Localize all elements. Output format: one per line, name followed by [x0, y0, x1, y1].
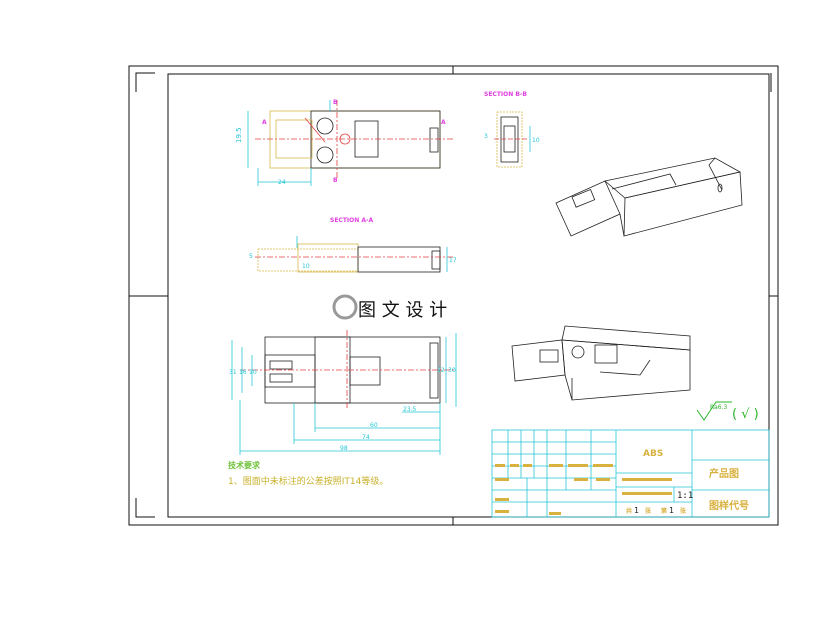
iso-view-upper: [555, 157, 743, 237]
lower-plan-view: [231, 330, 457, 455]
label-b-top: B: [333, 99, 338, 106]
surface-finish: Ra6.3 ( √ ): [696, 401, 759, 422]
dim-plan-d: 23.5: [403, 406, 417, 413]
watermark: 图 文 设 计: [330, 288, 490, 326]
notes-item-1: 1、图面中未标注的公差按照IT14等级。: [228, 475, 388, 487]
label-a-right: A: [441, 119, 446, 126]
dim-aa-height: 17: [449, 257, 457, 264]
top-view: [247, 100, 455, 186]
title-product: 产品图: [709, 467, 739, 480]
section-aa-title: SECTION A-A: [330, 217, 373, 224]
watermark-text: 图 文 设 计: [358, 300, 447, 321]
title-total-label: 共: [626, 507, 632, 515]
label-b-bottom: B: [333, 177, 338, 184]
title-block-filler-text: [495, 464, 672, 515]
corner-bl: [135, 498, 155, 518]
notes-heading: 技术要求: [228, 460, 261, 470]
section-aa-view: [255, 236, 455, 273]
dim-top-height: 19.5: [235, 127, 243, 143]
dim-plan-h: 10: [249, 369, 257, 376]
dim-plan-f: 30: [448, 367, 456, 374]
section-bb-title: SECTION B-B: [484, 91, 527, 98]
title-page-label: 第: [660, 507, 667, 515]
label-a-left: A: [262, 119, 267, 126]
dim-aa-b: 10: [302, 263, 310, 270]
dim-plan-g: 31: [229, 369, 237, 376]
section-bb-view: [494, 111, 531, 168]
surface-general-check: ( √ ): [732, 407, 759, 422]
dim-plan-i: 16: [239, 369, 247, 376]
title-sheet-label: 张: [645, 507, 652, 515]
dim-bb-width: 10: [532, 137, 540, 144]
title-sheet-no: 1: [669, 506, 674, 515]
title-material: ABS: [643, 449, 663, 459]
title-page-unit: 张: [680, 507, 687, 515]
dim-aa-a: 5: [249, 253, 253, 260]
corner-tl: [135, 72, 155, 92]
dim-top-width: 24: [278, 179, 286, 186]
surface-ra-text: Ra6.3: [710, 404, 727, 411]
title-scale: 1:1: [677, 491, 693, 501]
title-sheet-count: 1: [634, 506, 639, 515]
dim-plan-a: 60: [370, 422, 378, 429]
dim-bb-h: 3: [484, 133, 488, 140]
sheet-frame: [128, 65, 779, 526]
dim-plan-c: 98: [340, 445, 348, 452]
title-drawing-no: 图样代号: [709, 499, 749, 512]
dim-plan-b: 74: [362, 434, 370, 441]
iso-view-lower: [511, 325, 691, 401]
dim-plan-e: 22: [437, 367, 445, 374]
